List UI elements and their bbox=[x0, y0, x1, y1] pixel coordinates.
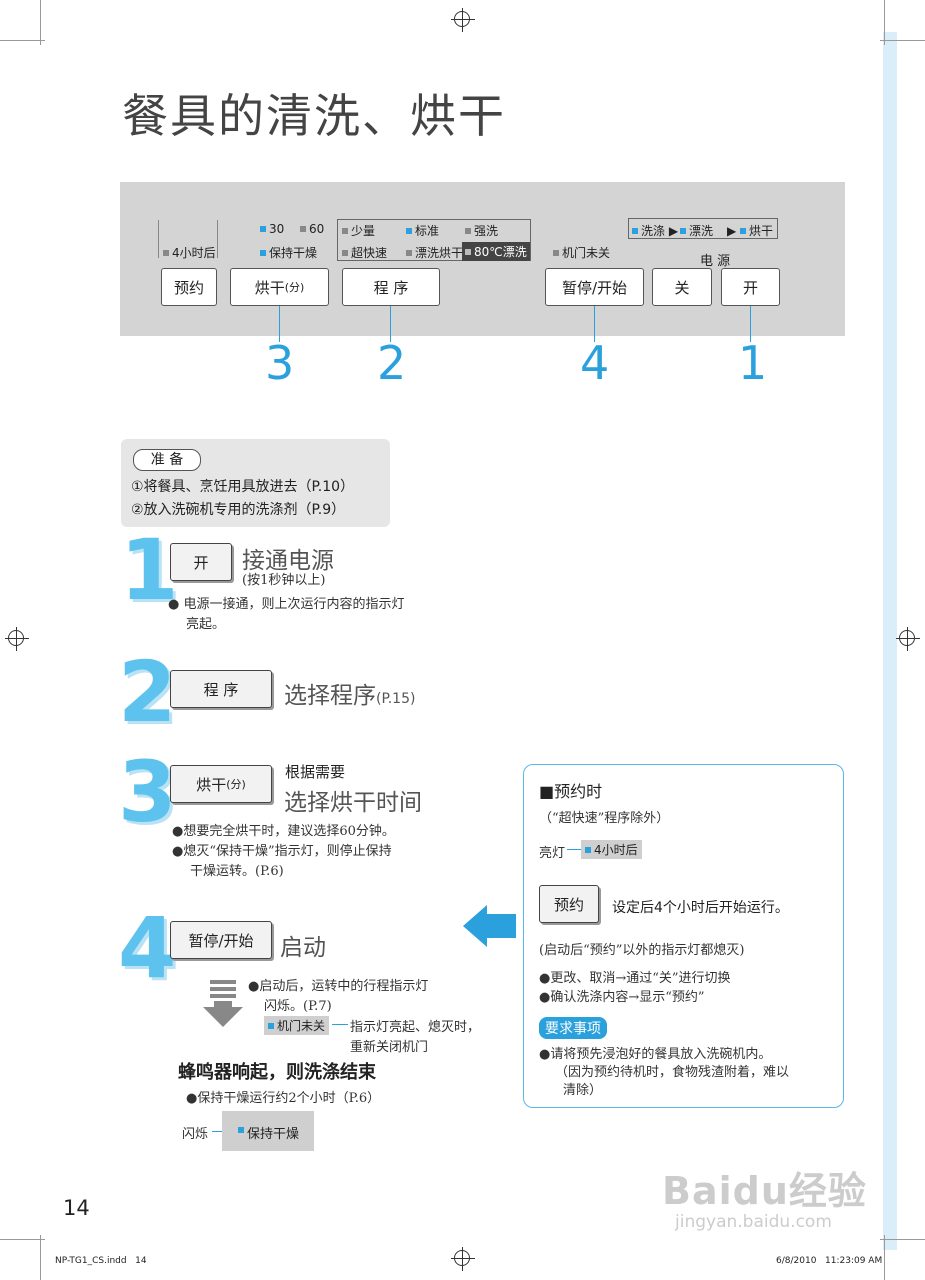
step-2-number: 2 bbox=[118, 643, 177, 741]
registration-mark-icon bbox=[451, 1247, 475, 1271]
callout-3: 3 bbox=[265, 336, 295, 390]
callout-2: 2 bbox=[377, 336, 407, 390]
preparation-line-1: ①将餐具、烹饪用具放进去（P.10） bbox=[131, 479, 355, 495]
door-open-note-1: 指示灯亮起、熄灭时， bbox=[350, 1020, 481, 1035]
step-2-heading: 选择程序(P.15) bbox=[284, 683, 416, 709]
requirement-1: ●请将预先浸泡好的餐具放入洗碗机内。 bbox=[539, 1047, 772, 1062]
power-label: 电 源 bbox=[700, 254, 731, 269]
crop-mark bbox=[0, 1239, 45, 1240]
step-1-on-button[interactable]: 开 bbox=[170, 543, 232, 581]
indicator-wash: 洗涤 ▶ bbox=[632, 222, 678, 239]
crop-mark bbox=[40, 1235, 41, 1280]
crop-mark bbox=[40, 0, 41, 45]
crop-mark bbox=[880, 40, 925, 41]
crop-mark bbox=[880, 1239, 925, 1240]
step-1-subnote: (按1秒钟以上) bbox=[242, 573, 326, 588]
indicator-60: 60 bbox=[300, 222, 324, 236]
indicator-strong: 强洗 bbox=[465, 222, 498, 239]
after-4h-tag: 4小时后 bbox=[581, 840, 642, 859]
reservation-reserve-button[interactable]: 预约 bbox=[539, 885, 599, 923]
indicator-30: 30 bbox=[260, 222, 284, 236]
registration-mark-icon bbox=[5, 627, 29, 651]
indicator-dry: ▶ 烘干 bbox=[727, 224, 774, 238]
registration-mark-icon bbox=[451, 8, 475, 32]
reservation-title: ■预约时 bbox=[539, 782, 603, 801]
wash-end-note: ●保持干燥运行约2个小时（P.6） bbox=[186, 1091, 381, 1106]
step-4-heading: 启动 bbox=[280, 935, 326, 961]
side-color-bar bbox=[883, 32, 897, 1250]
lit-label: 亮灯 bbox=[539, 846, 566, 861]
indicator-rinse-dry: 漂洗烘干 bbox=[406, 244, 463, 261]
keep-dry-indicator: 保持干燥 bbox=[222, 1111, 314, 1151]
reservation-desc: 设定后4个小时后开始运行。 bbox=[612, 900, 789, 916]
off-button[interactable]: 关 bbox=[652, 268, 712, 306]
requirement-3: 清除） bbox=[563, 1083, 603, 1098]
door-open-tag: 机门未关 bbox=[264, 1016, 330, 1035]
step-4-number: 4 bbox=[118, 899, 177, 997]
page-number: 14 bbox=[63, 1196, 90, 1220]
step-3-note-1: ●想要完全烘干时，建议选择60分钟。 bbox=[172, 824, 395, 839]
reservation-box: ■预约时 （“超快速”程序除外） 亮灯 4小时后 预约 设定后4个小时后开始运行… bbox=[523, 764, 844, 1108]
step-1-note-cont: 亮起。 bbox=[186, 617, 226, 632]
reservation-sub: （“超快速”程序除外） bbox=[539, 811, 670, 826]
stage-indicator-group bbox=[628, 218, 778, 239]
watermark-logo: Baidu经验 bbox=[662, 1169, 867, 1213]
wash-end-heading: 蜂鸣器响起，则洗涤结束 bbox=[178, 1062, 376, 1083]
crop-mark bbox=[884, 0, 885, 45]
footer-date: 6/8/2010 11:23:09 AM bbox=[776, 1256, 883, 1266]
step-4-note-2: 闪烁。(P.7) bbox=[264, 999, 332, 1014]
requirement-2: （因为预约待机时，食物残渣附着，难以 bbox=[555, 1065, 790, 1080]
preparation-line-2: ②放入洗碗机专用的洗涤剂（P.9） bbox=[131, 502, 346, 518]
step-1-note: ● 电源一接通，则上次运行内容的指示灯 bbox=[168, 597, 405, 612]
step-1-heading: 接通电源 bbox=[242, 548, 334, 574]
indicator-express: 超快速 bbox=[342, 244, 387, 261]
program-indicator-group bbox=[337, 219, 531, 261]
callout-1: 1 bbox=[738, 336, 768, 390]
indicator-rinse: 漂洗 bbox=[680, 222, 713, 239]
step-3-number: 3 bbox=[118, 743, 177, 841]
step-3-dry-button[interactable]: 烘干(分) bbox=[170, 765, 272, 803]
step-3-note-3: 干燥运转。(P.6) bbox=[190, 864, 284, 879]
on-button[interactable]: 开 bbox=[721, 268, 780, 306]
page-title: 餐具的清洗、烘干 bbox=[122, 89, 506, 143]
callout-4: 4 bbox=[580, 336, 610, 390]
registration-mark-icon bbox=[896, 627, 920, 651]
step-1-number: 1 bbox=[120, 521, 179, 619]
step-3-pre: 根据需要 bbox=[285, 763, 346, 781]
step-4-pause-start-button[interactable]: 暂停/开始 bbox=[170, 921, 272, 959]
program-button[interactable]: 程 序 bbox=[342, 268, 440, 306]
door-open-note-2: 重新关闭机门 bbox=[350, 1040, 429, 1055]
preparation-box: 准 备 ①将餐具、烹饪用具放进去（P.10） ②放入洗碗机专用的洗涤剂（P.9） bbox=[121, 439, 390, 527]
watermark-url: jingyan.baidu.com bbox=[675, 1212, 832, 1232]
indicator-door-open: 机门未关 bbox=[553, 244, 610, 261]
flashing-light-icon bbox=[238, 1127, 244, 1133]
pause-start-button[interactable]: 暂停/开始 bbox=[545, 268, 644, 306]
step-2-program-button[interactable]: 程 序 bbox=[170, 670, 272, 708]
reservation-bullet-2: ●确认洗涤内容→显示“预约” bbox=[539, 990, 705, 1005]
indicator-standard: 标准 bbox=[406, 222, 439, 239]
control-panel: 30 60 保持干燥 4小时后 少量 标准 强洗 超快速 漂洗烘干 80℃漂洗 … bbox=[120, 182, 845, 336]
step-3-note-2: ●熄灭“保持干燥”指示灯，则停止保持 bbox=[172, 844, 392, 859]
indicator-keep-dry: 保持干燥 bbox=[260, 244, 317, 261]
indicator-rinse-80: 80℃漂洗 bbox=[462, 242, 530, 261]
reservation-bullet-1: ●更改、取消→通过“关”进行切换 bbox=[539, 971, 731, 986]
indicator-less: 少量 bbox=[342, 222, 375, 239]
reservation-note: (启动后“预约”以外的指示灯都熄灭) bbox=[539, 943, 745, 958]
step-3-heading: 选择烘干时间 bbox=[284, 790, 422, 816]
dry-button[interactable]: 烘干(分) bbox=[230, 268, 329, 306]
footer-file: NP-TG1_CS.indd 14 bbox=[55, 1256, 147, 1266]
flash-label: 闪烁 bbox=[182, 1127, 209, 1142]
requirement-badge: 要求事项 bbox=[539, 1017, 607, 1039]
arrow-down-icon bbox=[203, 980, 243, 1027]
indicator-after-4h: 4小时后 bbox=[163, 244, 216, 261]
reserve-button[interactable]: 预约 bbox=[161, 268, 217, 306]
step-4-note-1: ●启动后，运转中的行程指示灯 bbox=[248, 979, 429, 994]
crop-mark bbox=[0, 40, 45, 41]
crop-mark bbox=[884, 1235, 885, 1280]
preparation-label: 准 备 bbox=[133, 449, 201, 471]
